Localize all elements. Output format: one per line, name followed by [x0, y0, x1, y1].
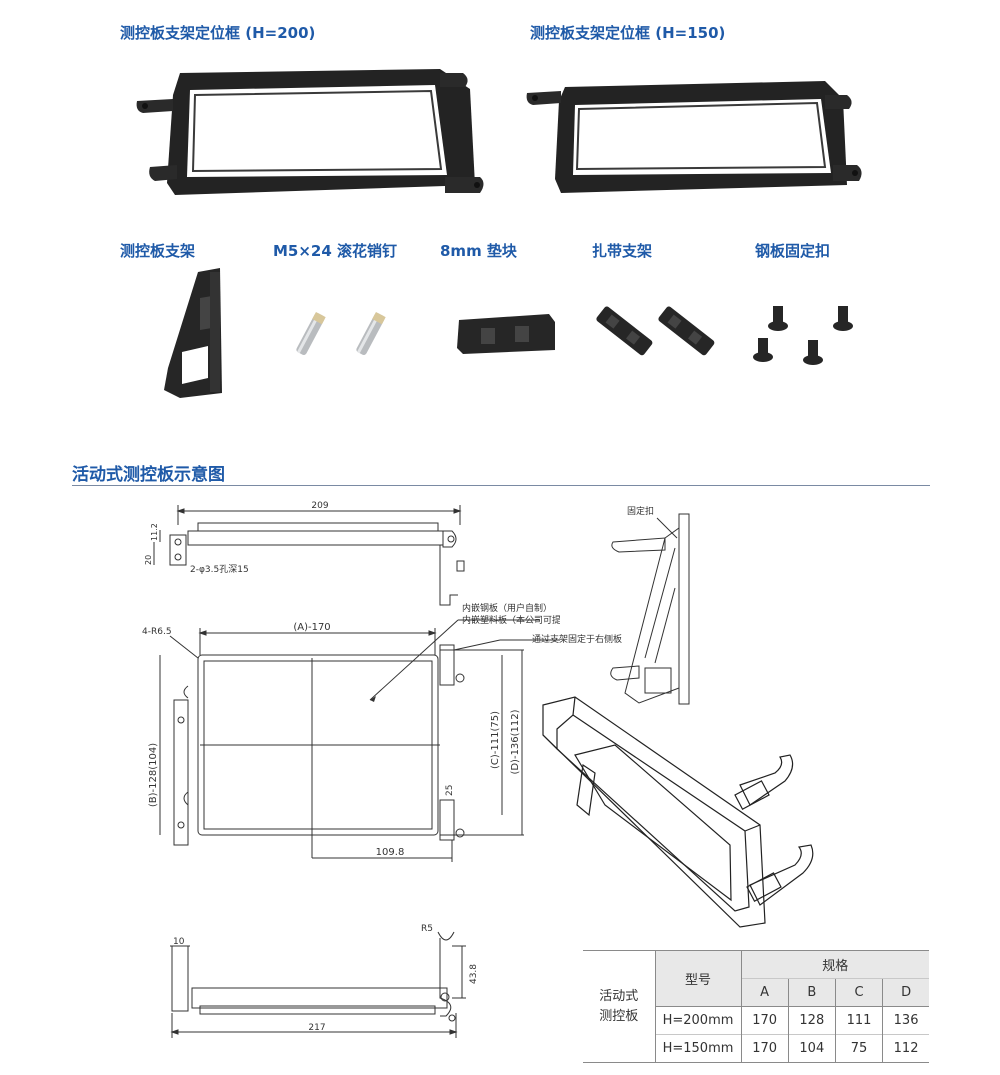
- dim-109-8: 109.8: [376, 847, 405, 858]
- dim-r5: R5: [421, 924, 433, 934]
- section-divider: [72, 485, 930, 486]
- dim-20: 20: [144, 555, 153, 565]
- row1-a: 170: [740, 1006, 789, 1035]
- label-clip: 固定扣: [627, 505, 654, 517]
- col-header-a: A: [740, 978, 789, 1007]
- spec-header: 规格: [740, 950, 929, 979]
- dim-c: (C)-111(75): [490, 711, 501, 769]
- dim-217: 217: [308, 1023, 325, 1033]
- dim-43-8: 43.8: [469, 964, 479, 984]
- bottom-view-drawing: 10 R5 43.8 217: [170, 924, 479, 1038]
- main-view-drawing: (A)-170 4-R6.5 (B)-128(104) (C)-111(75) …: [142, 602, 560, 862]
- isometric-drawing: [542, 696, 814, 928]
- frame-200-title: 测控板支架定位框 (H=200): [120, 24, 316, 42]
- pin-image: [296, 311, 386, 355]
- dim-d: (D)-136(112): [510, 709, 521, 774]
- spacer-image: [457, 314, 555, 354]
- dim-b: (B)-128(104): [148, 743, 159, 807]
- row1-d: 136: [882, 1006, 929, 1035]
- diagram-section-title: 活动式测控板示意图: [72, 465, 225, 485]
- bracket-image: [164, 268, 222, 398]
- row2-d: 112: [882, 1034, 929, 1063]
- col-header-b: B: [787, 978, 836, 1007]
- bracket-title: 测控板支架: [120, 242, 196, 260]
- frame-150-title: 测控板支架定位框 (H=150): [530, 24, 726, 42]
- row1-b: 128: [787, 1006, 836, 1035]
- row1-c: 111: [834, 1006, 883, 1035]
- row2-a: 170: [740, 1034, 789, 1063]
- row1-model: H=200mm: [654, 1006, 741, 1035]
- note-steel: 内嵌钢板（用户自制）: [462, 602, 552, 614]
- frame-150-image: [526, 81, 862, 193]
- dim-a: (A)-170: [293, 622, 330, 633]
- table-row: H=150mm 170 104 75 112: [583, 1034, 929, 1063]
- hole-note: 2-φ3.5孔深15: [190, 564, 249, 575]
- table-row: H=200mm 170 128 111 136: [583, 1006, 929, 1035]
- frame-200-image: [136, 69, 484, 195]
- row2-model: H=150mm: [654, 1034, 741, 1063]
- tie-bracket-title: 扎带支架: [592, 242, 653, 260]
- dim-10: 10: [173, 937, 185, 947]
- clip-title: 钢板固定扣: [755, 242, 831, 260]
- spec-table: 活动式 测控板 型号 规格 A B C D H=200mm 170 128 11…: [583, 950, 929, 1063]
- row2-c: 75: [834, 1034, 883, 1063]
- spec-row-title: 活动式 测控板: [583, 950, 655, 1063]
- dim-11-2: 11.2: [150, 523, 159, 541]
- model-header: 型号: [654, 950, 741, 1007]
- col-header-d: D: [882, 978, 929, 1007]
- pin-title: M5×24 滚花销钉: [273, 242, 398, 260]
- dim-25: 25: [445, 785, 455, 796]
- clip-image: [753, 306, 853, 365]
- dim-209: 209: [311, 501, 328, 511]
- radius-note: 4-R6.5: [142, 627, 172, 637]
- row2-b: 104: [787, 1034, 836, 1063]
- side-view-drawing: 固定扣: [610, 505, 690, 705]
- tie-bracket-image: [596, 306, 715, 356]
- note-mount: 通过支架固定于右侧板: [532, 635, 623, 645]
- top-view-drawing: 209 11.2 20 2-φ3.5孔深15: [144, 501, 465, 606]
- spacer-title: 8mm 垫块: [440, 242, 517, 260]
- col-header-c: C: [834, 978, 883, 1007]
- note-plastic: 内嵌塑料板（本公司可提供）: [462, 614, 560, 626]
